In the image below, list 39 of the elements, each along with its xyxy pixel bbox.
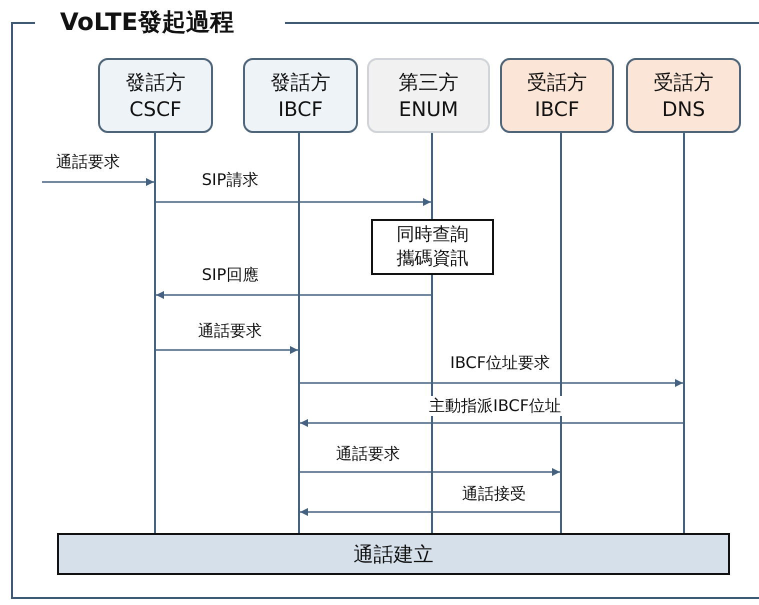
message-arrow [42,178,154,186]
system-label: IBCF [278,96,323,122]
message-arrow [300,468,560,476]
participant-box [626,58,741,133]
lifeline [560,133,562,533]
message-arrow [300,508,560,516]
title: VoLTE發起過程 [60,7,234,38]
phase-bar: 通話建立 [57,533,730,575]
system-label: ENUM [398,96,458,122]
lifeline [431,275,433,533]
lifeline [298,133,300,533]
role-label: 發話方 [270,68,330,96]
note-box: 同時查詢攜碼資訊 [371,219,494,275]
system-label: CSCF [129,96,182,122]
message-label: SIP請求 [200,170,260,190]
message-label: 通話要求 [54,152,122,172]
message-arrow [300,379,683,387]
system-label: DNS [662,96,706,122]
participant-box [98,58,213,133]
message-label: 通話要求 [334,444,402,464]
message-label: 主動指派IBCF位址 [427,396,563,416]
message-label: 通話要求 [196,321,264,341]
message-label: SIP回應 [200,265,260,285]
participant-box [243,58,358,133]
lifeline [683,133,685,533]
message-arrow [156,198,431,206]
role-label: 受話方 [654,68,714,96]
message-label: 通話接受 [460,484,528,504]
participant-box [500,58,614,133]
role-label: 發話方 [126,68,186,96]
role-label: 受話方 [527,68,587,96]
lifeline [431,133,433,219]
participant-box [367,58,490,133]
system-label: IBCF [534,96,580,122]
message-arrow [156,346,298,354]
message-arrow [300,419,683,427]
lifeline [154,133,156,533]
message-arrow [156,291,431,299]
role-label: 第三方 [398,68,458,96]
